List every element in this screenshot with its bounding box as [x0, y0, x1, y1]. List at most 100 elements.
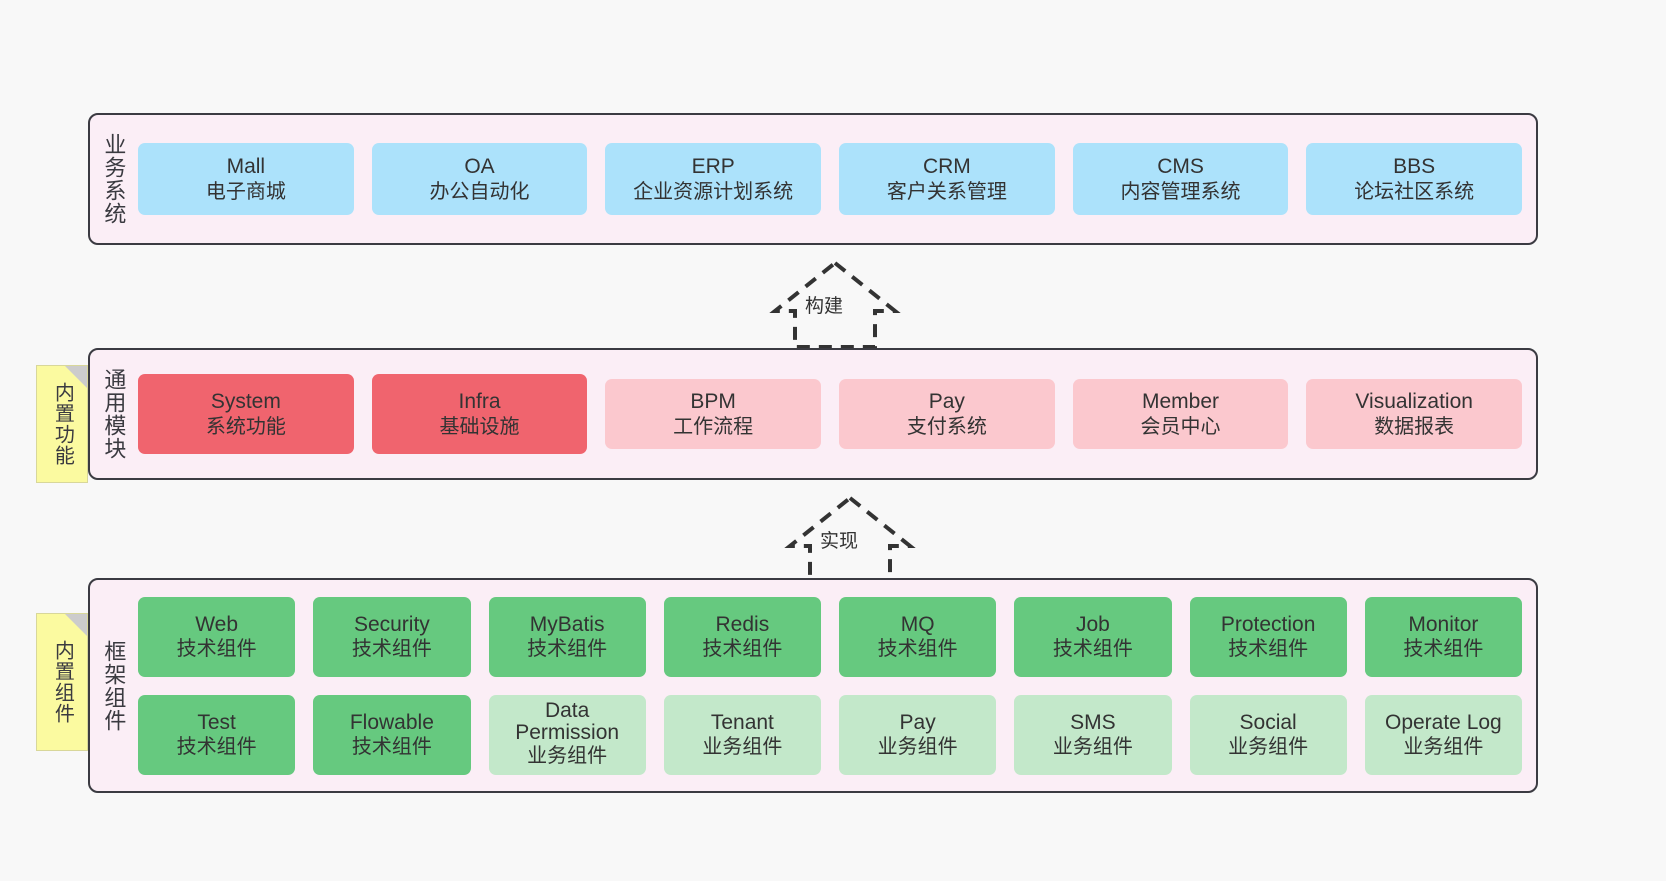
node-subtitle: 技术组件 — [351, 638, 432, 661]
node-infra[interactable]: Infra 基础设施 — [371, 374, 588, 454]
node-subtitle: 技术组件 — [527, 638, 608, 661]
node-row: Test 技术组件 Flowable 技术组件 Data Permission … — [138, 694, 1522, 775]
node-subtitle: 技术组件 — [351, 736, 432, 759]
node-title: Data Permission — [515, 699, 620, 745]
layer-body-framework-components: Web 技术组件 Security 技术组件 MyBatis 技术组件 Redi… — [136, 580, 1536, 791]
node-pay-component[interactable]: Pay 业务组件 — [839, 694, 997, 775]
node-subtitle: 工作流程 — [673, 415, 754, 438]
node-subtitle: 办公自动化 — [429, 180, 530, 203]
node-title: Monitor — [1408, 612, 1479, 636]
layer-label-framework-components: 框架组件 — [101, 639, 127, 732]
node-title: Pay — [928, 390, 965, 413]
node-subtitle: 企业资源计划系统 — [633, 180, 794, 203]
node-security[interactable]: Security 技术组件 — [313, 596, 471, 677]
node-subtitle: 会员中心 — [1140, 415, 1221, 438]
node-subtitle: 技术组件 — [1403, 638, 1484, 661]
node-title: Member — [1142, 390, 1220, 413]
sticky-note-builtin-features[interactable]: 内置功能 — [36, 365, 88, 483]
node-system[interactable]: System 系统功能 — [138, 374, 354, 454]
node-subtitle: 基础设施 — [439, 415, 520, 438]
sticky-note-text: 内置组件 — [51, 640, 74, 724]
layer-body-business-systems: Mall 电子商城 OA 办公自动化 ERP 企业资源计划系统 CRM 客户关系… — [136, 115, 1536, 243]
node-row: Web 技术组件 Security 技术组件 MyBatis 技术组件 Redi… — [138, 596, 1522, 677]
node-bbs[interactable]: BBS 论坛社区系统 — [1306, 143, 1523, 215]
node-data-permission[interactable]: Data Permission 业务组件 — [488, 694, 646, 775]
node-social[interactable]: Social 业务组件 — [1189, 694, 1347, 775]
node-web[interactable]: Web 技术组件 — [138, 596, 296, 677]
node-title: ERP — [691, 155, 735, 178]
node-operate-log[interactable]: Operate Log 业务组件 — [1364, 694, 1522, 775]
node-flowable[interactable]: Flowable 技术组件 — [313, 694, 471, 775]
layer-body-common-modules: System 系统功能 Infra 基础设施 BPM 工作流程 Pay 支付系统… — [136, 350, 1536, 478]
build-arrow: 构建 — [750, 255, 920, 350]
node-subtitle: 技术组件 — [877, 638, 958, 661]
node-tenant[interactable]: Tenant 业务组件 — [663, 694, 821, 775]
node-title: System — [210, 390, 281, 413]
layer-framework-components: 框架组件 Web 技术组件 Security 技术组件 MyBatis 技术组件… — [88, 578, 1538, 793]
node-title: BPM — [690, 390, 736, 413]
node-row: Mall 电子商城 OA 办公自动化 ERP 企业资源计划系统 CRM 客户关系… — [138, 143, 1523, 215]
page-fold-icon — [65, 614, 87, 636]
node-title: Security — [353, 612, 430, 636]
page-fold-icon — [65, 366, 87, 388]
sticky-note-builtin-components[interactable]: 内置组件 — [36, 613, 88, 751]
implement-arrow-svg — [784, 495, 916, 584]
layer-label-common-modules: 通用模块 — [101, 368, 127, 460]
implement-arrow: 实现 — [765, 490, 935, 585]
node-subtitle: 业务组件 — [877, 736, 958, 759]
node-subtitle: 论坛社区系统 — [1354, 180, 1475, 203]
node-subtitle: 电子商城 — [205, 180, 286, 203]
node-cms[interactable]: CMS 内容管理系统 — [1072, 143, 1289, 215]
node-subtitle: 技术组件 — [1228, 638, 1309, 661]
node-title: Web — [195, 612, 239, 636]
node-monitor[interactable]: Monitor 技术组件 — [1364, 596, 1522, 677]
node-title: Infra — [458, 390, 501, 413]
node-title: SMS — [1070, 710, 1116, 734]
node-redis[interactable]: Redis 技术组件 — [663, 596, 821, 677]
node-title: CRM — [922, 155, 971, 178]
node-test[interactable]: Test 技术组件 — [138, 694, 296, 775]
node-mall[interactable]: Mall 电子商城 — [138, 143, 354, 215]
node-subtitle: 支付系统 — [906, 415, 987, 438]
layer-common-modules: 通用模块 System 系统功能 Infra 基础设施 BPM 工作流程 Pay… — [88, 348, 1538, 480]
node-member[interactable]: Member 会员中心 — [1072, 379, 1289, 449]
node-title: OA — [464, 155, 495, 178]
node-title: MyBatis — [529, 612, 605, 636]
node-title: Operate Log — [1384, 710, 1502, 734]
node-title: Test — [197, 710, 236, 734]
node-title: Tenant — [710, 710, 774, 734]
node-title: Visualization — [1355, 390, 1473, 413]
node-protection[interactable]: Protection 技术组件 — [1189, 596, 1347, 677]
node-title: CMS — [1157, 155, 1204, 178]
node-subtitle: 技术组件 — [702, 638, 783, 661]
node-subtitle: 业务组件 — [1228, 736, 1309, 759]
build-arrow-label: 构建 — [805, 296, 844, 317]
node-bpm[interactable]: BPM 工作流程 — [605, 379, 822, 449]
node-pay[interactable]: Pay 支付系统 — [839, 379, 1055, 449]
node-subtitle: 内容管理系统 — [1120, 180, 1241, 203]
node-subtitle: 客户关系管理 — [886, 180, 1007, 203]
build-arrow-svg — [769, 260, 901, 349]
node-title: BBS — [1393, 155, 1436, 178]
node-erp[interactable]: ERP 企业资源计划系统 — [605, 143, 822, 215]
node-title: Redis — [715, 612, 770, 636]
node-title: Job — [1075, 612, 1110, 636]
node-title: Protection — [1220, 612, 1316, 636]
node-mybatis[interactable]: MyBatis 技术组件 — [488, 596, 646, 677]
node-subtitle: 技术组件 — [1052, 638, 1133, 661]
sticky-note-text: 内置功能 — [51, 382, 74, 466]
node-crm[interactable]: CRM 客户关系管理 — [839, 143, 1055, 215]
node-mq[interactable]: MQ 技术组件 — [839, 596, 997, 677]
implement-arrow-label: 实现 — [820, 531, 859, 552]
node-sms[interactable]: SMS 业务组件 — [1014, 694, 1172, 775]
node-oa[interactable]: OA 办公自动化 — [371, 143, 588, 215]
node-subtitle: 系统功能 — [205, 415, 286, 438]
node-visualization[interactable]: Visualization 数据报表 — [1306, 379, 1523, 449]
node-subtitle: 业务组件 — [1052, 736, 1133, 759]
node-title: Mall — [226, 155, 266, 178]
node-title: Social — [1239, 710, 1297, 734]
layer-label-business-systems: 业务系统 — [101, 133, 127, 225]
node-title: Flowable — [349, 710, 434, 734]
node-job[interactable]: Job 技术组件 — [1014, 596, 1172, 677]
layer-business-systems: 业务系统 Mall 电子商城 OA 办公自动化 ERP 企业资源计划系统 CRM… — [88, 113, 1538, 245]
